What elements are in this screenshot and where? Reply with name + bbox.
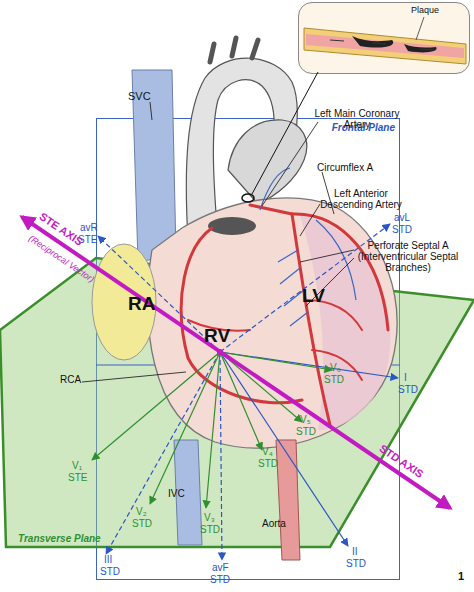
leader-lines <box>82 102 354 382</box>
rca-leader <box>82 372 186 382</box>
heart-body <box>148 198 397 448</box>
axis-origin <box>217 349 223 355</box>
left-ventricle <box>300 215 390 430</box>
diagonal-branches <box>306 300 362 380</box>
descending-aorta <box>276 440 300 560</box>
v5-vector <box>220 352 302 422</box>
left-main-artery <box>250 205 292 214</box>
lad-leader <box>300 204 320 236</box>
st-change: STD <box>100 566 120 577</box>
st-axis <box>22 217 450 508</box>
avr-vector <box>98 236 220 352</box>
valve-opening <box>208 217 256 235</box>
inset-leader <box>252 72 318 194</box>
artery-wall <box>304 28 466 64</box>
lead-name: III <box>104 554 112 565</box>
st-change: STE <box>78 234 97 245</box>
septal-branches <box>260 168 356 326</box>
lead-name: avL <box>394 212 410 223</box>
st-change: STD <box>392 224 412 235</box>
lead-name: II <box>352 546 358 557</box>
coronary-arteries <box>181 205 388 425</box>
svc-vessel <box>132 70 176 262</box>
v2-vector <box>150 352 220 504</box>
rca-artery <box>181 228 302 403</box>
plaque-deposit <box>352 36 437 52</box>
ivc-vessel <box>174 440 202 545</box>
v1-vector <box>92 352 220 460</box>
lead-vectors <box>92 224 398 560</box>
artery-lumen <box>306 34 464 58</box>
node-title: Frontal Plane <box>332 122 395 133</box>
circumflex-leader <box>322 172 334 214</box>
node-title: Transverse Plane <box>18 533 101 544</box>
left-main-leader <box>262 122 318 206</box>
arch-branches <box>210 38 258 62</box>
lead-ii-vector <box>220 352 348 546</box>
marginal-branch <box>188 320 250 331</box>
avf-vector <box>220 352 222 560</box>
artery-label: Circumflex A <box>300 162 390 173</box>
node-title: Plaque <box>411 6 439 16</box>
st-change: STD <box>346 558 366 569</box>
page-number: 1 <box>458 570 464 582</box>
plaque-leader <box>416 17 424 40</box>
lead-iii-vector <box>106 352 220 554</box>
flow-marks <box>330 40 434 50</box>
svc-leader <box>150 102 152 120</box>
lead-name: avF <box>212 562 229 573</box>
avl-vector <box>220 224 390 352</box>
v3-vector <box>206 352 220 508</box>
plaque-marker <box>242 194 254 202</box>
septal-leader-1 <box>300 250 354 262</box>
